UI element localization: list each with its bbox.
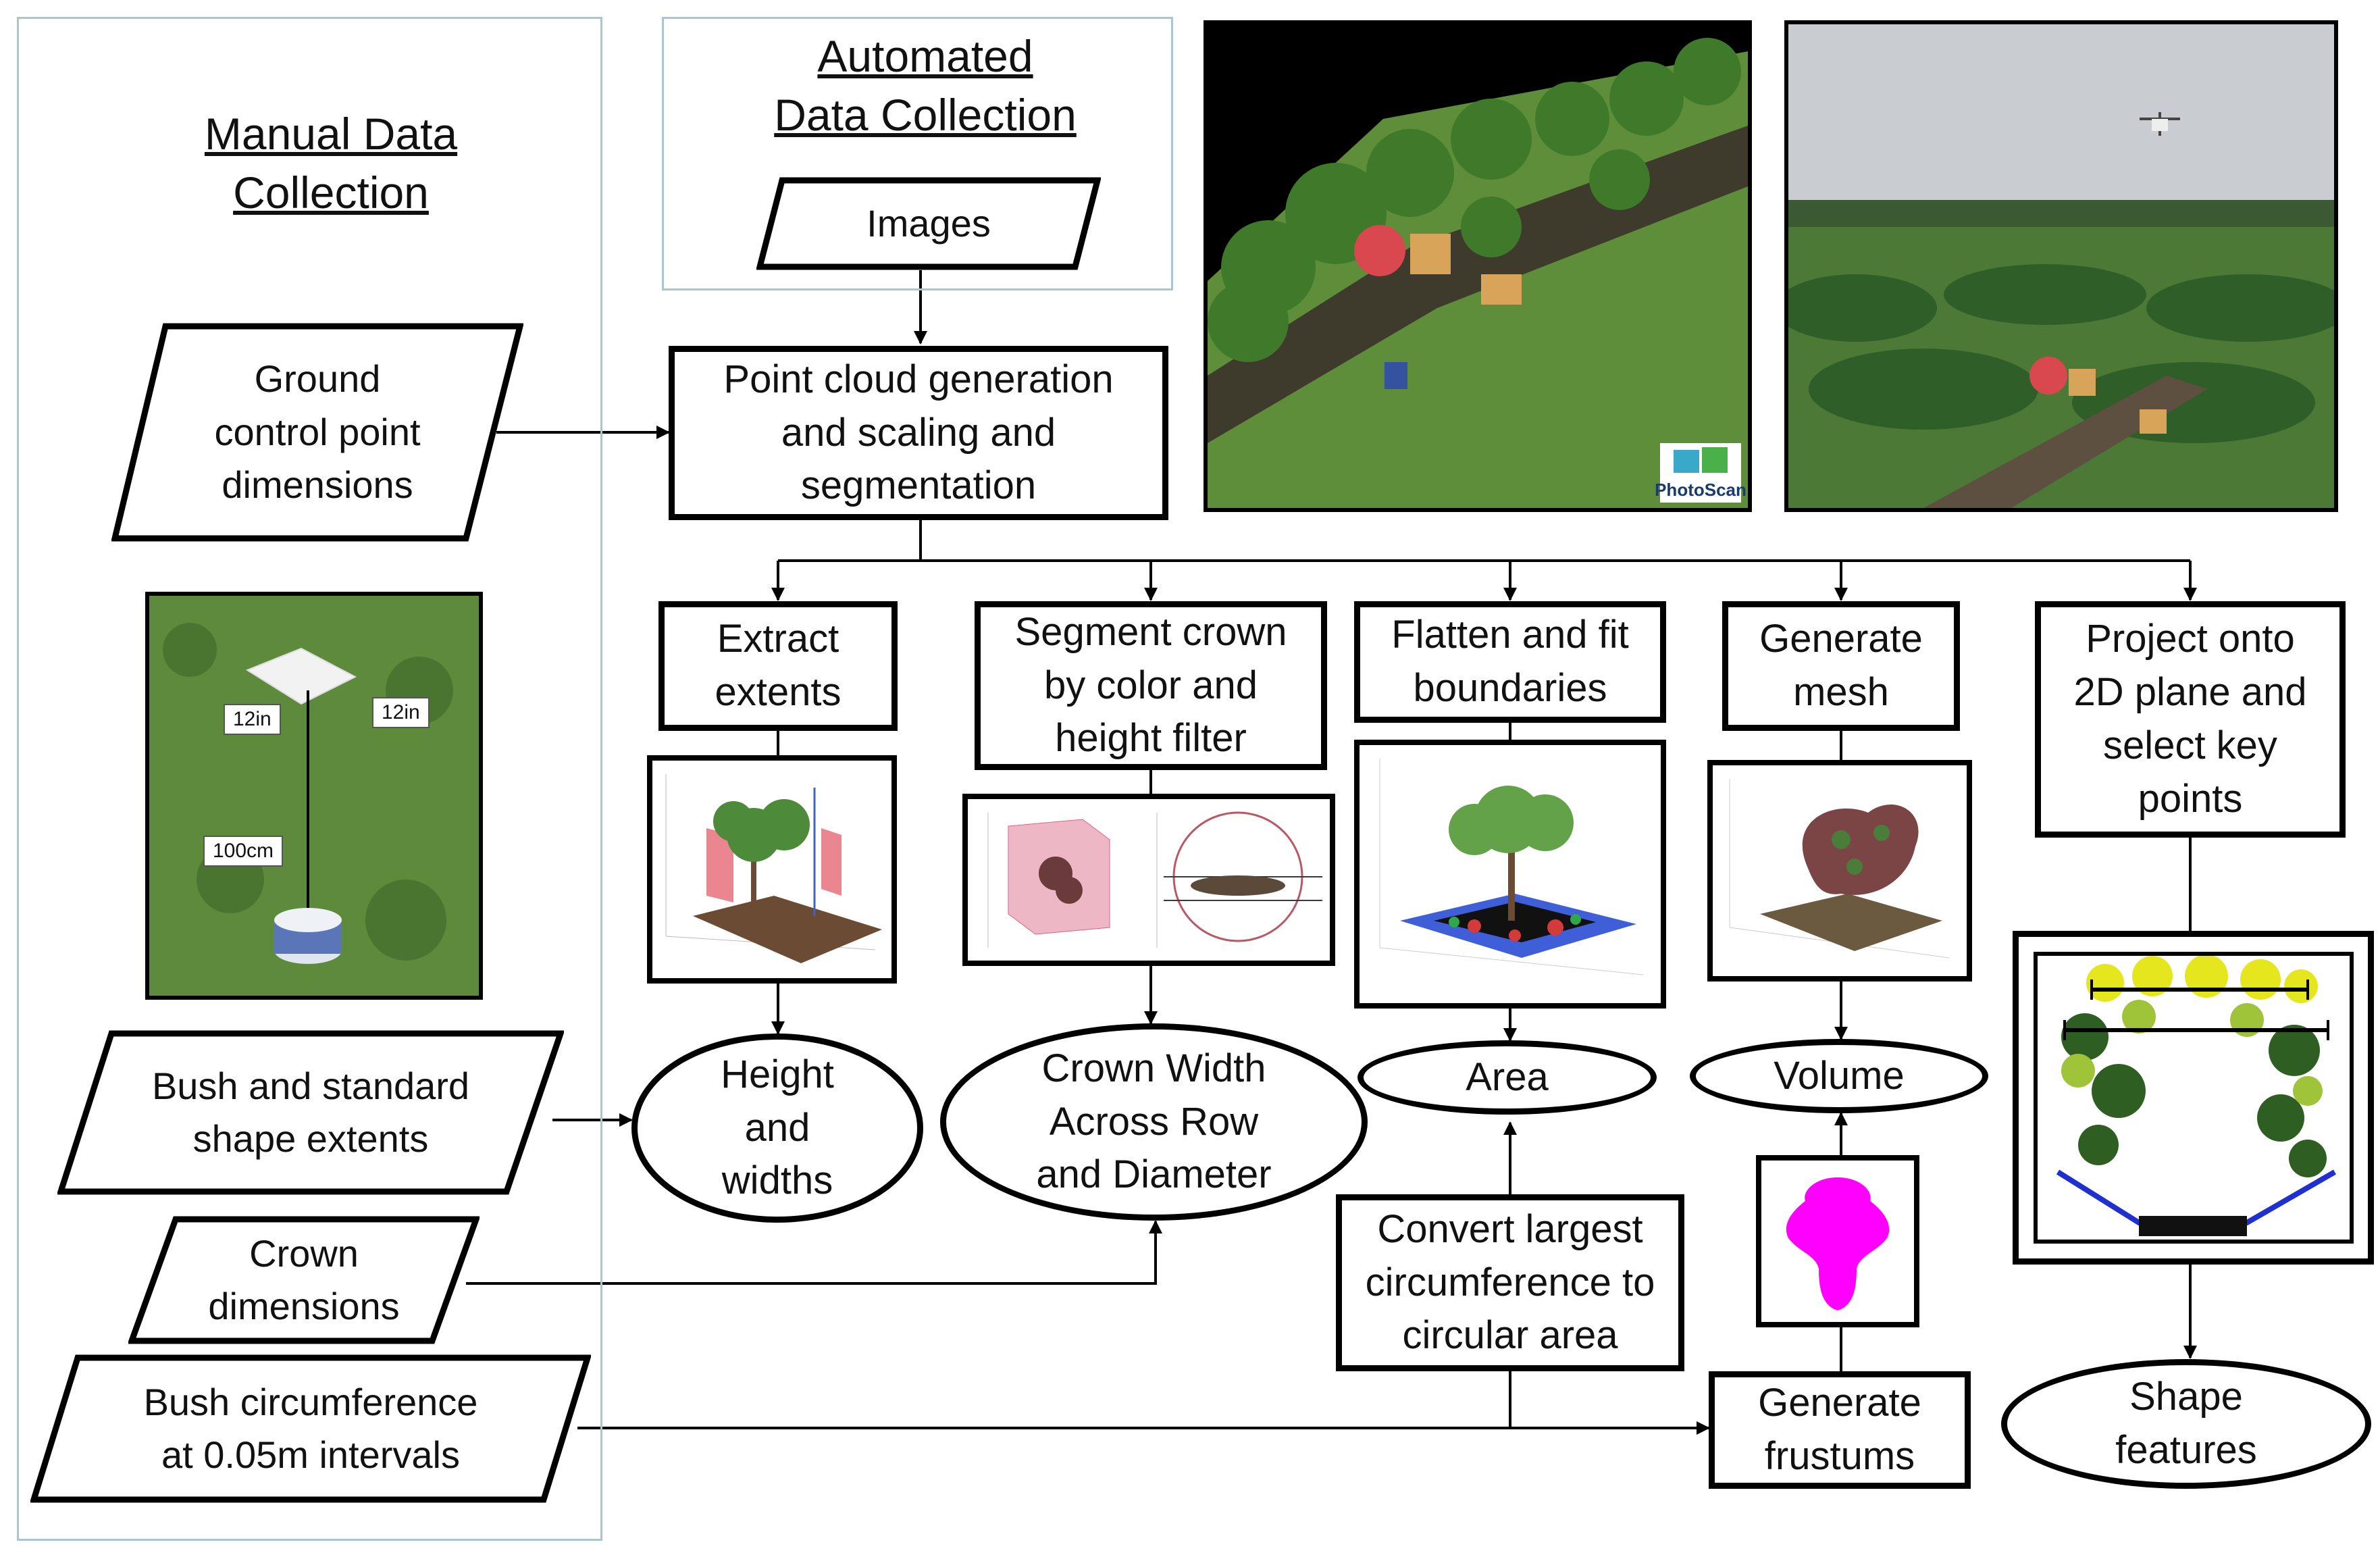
automated-panel xyxy=(662,17,1173,290)
manual-header: Manual Data Collection xyxy=(204,109,458,218)
bush-shape-input: Bush and standard shape extents xyxy=(57,1030,564,1195)
tag-12in-left: 12in xyxy=(224,704,281,735)
volume-output: Volume xyxy=(1690,1039,1988,1113)
pointcloud-generation-box: Point cloud generation and scaling and s… xyxy=(669,346,1168,520)
photoscan-pointcloud-photo: PhotoScan xyxy=(1204,20,1752,512)
photoscan-logo: PhotoScan xyxy=(1655,480,1747,500)
flatten-plot-figure xyxy=(1354,740,1666,1009)
frustum-figure xyxy=(1756,1155,1919,1327)
bus-from-pointcloud xyxy=(778,520,2190,562)
tag-100cm: 100cm xyxy=(203,836,284,867)
ground-control-photo: 12in 12in 100cm xyxy=(145,592,483,1000)
arrow-crown-to-crownwidth xyxy=(466,1220,1162,1285)
mesh-plot-figure xyxy=(1707,760,1972,982)
drone-field-photo xyxy=(1784,20,2338,512)
ground-control-input: Ground control point dimensions xyxy=(111,323,523,542)
tag-12in-right: 12in xyxy=(372,697,430,728)
images-input: Images xyxy=(756,177,1101,270)
manual-panel xyxy=(17,17,602,1541)
circumference-input: Bush circumference at 0.05m intervals xyxy=(30,1354,591,1503)
projection-figure xyxy=(2034,952,2354,1244)
projection-figure-frame xyxy=(2013,931,2374,1265)
segment-plot-figure xyxy=(962,794,1335,966)
crown-dimensions-input: Crown dimensions xyxy=(128,1216,480,1344)
area-output: Area xyxy=(1357,1040,1657,1115)
automated-header: Automated Data Collection xyxy=(774,31,1077,141)
extents-plot-figure xyxy=(647,755,897,984)
